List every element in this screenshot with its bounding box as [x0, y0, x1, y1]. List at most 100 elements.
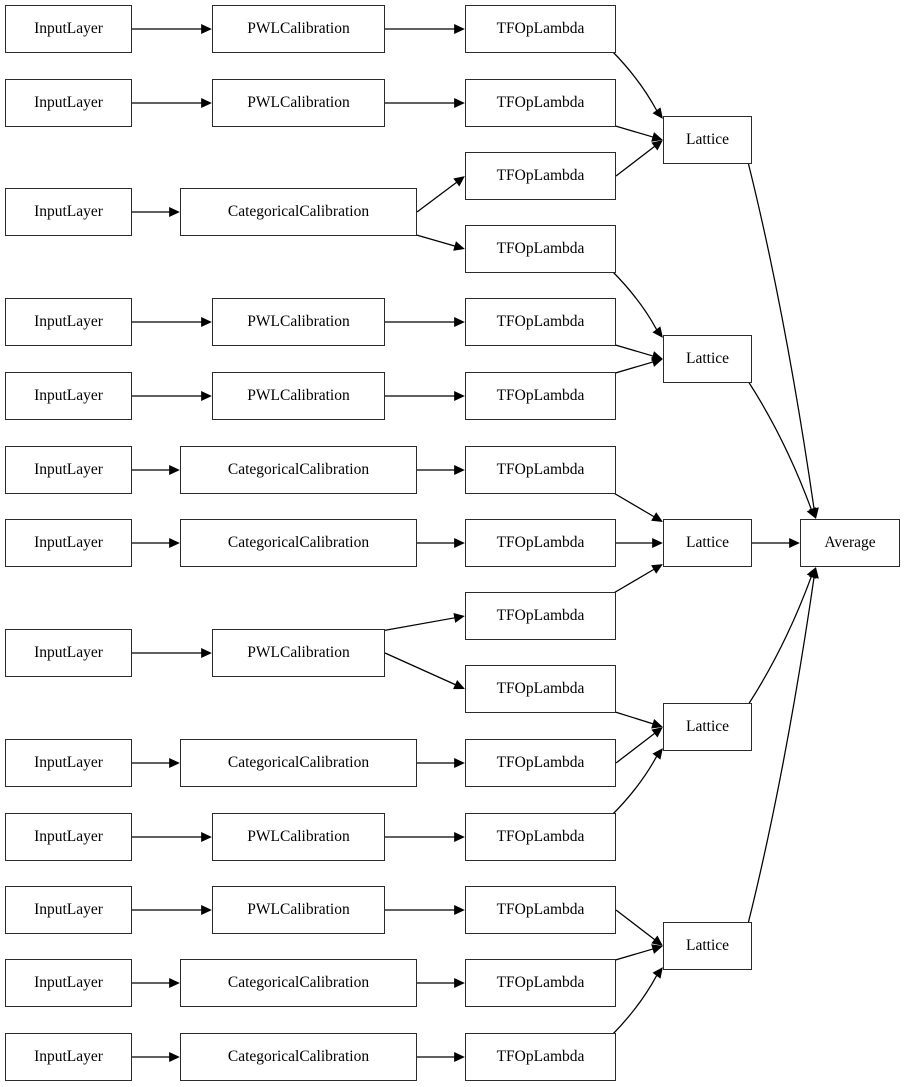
- node-input-in10[interactable]: InputLayer: [5, 813, 132, 861]
- node-average-avg[interactable]: Average: [800, 519, 900, 567]
- node-label: Average: [824, 534, 876, 552]
- edge-op5-to-lat2: [611, 343, 654, 357]
- edge-op11-to-lat4: [615, 732, 656, 764]
- arrowhead-op2-to-lat1: [651, 132, 663, 142]
- node-label: TFOpLambda: [496, 461, 585, 479]
- arrowhead-op15-to-lat5: [652, 967, 663, 979]
- node-pwl-cal8[interactable]: PWLCalibration: [212, 629, 385, 677]
- arrowhead-cal3-to-op4: [453, 241, 465, 251]
- node-tfop-op6[interactable]: TFOpLambda: [465, 372, 616, 420]
- node-tfop-op5[interactable]: TFOpLambda: [465, 298, 616, 346]
- node-input-in3[interactable]: InputLayer: [5, 188, 132, 236]
- node-label: TFOpLambda: [496, 167, 585, 185]
- arrowhead-op3-to-lat1: [651, 140, 663, 151]
- node-input-in12[interactable]: InputLayer: [5, 959, 132, 1007]
- edge-op10-to-lat4: [611, 710, 654, 725]
- arrowhead-cal2-to-op2: [454, 98, 465, 108]
- node-pwl-cal4[interactable]: PWLCalibration: [212, 298, 385, 346]
- node-input-in7[interactable]: InputLayer: [5, 519, 132, 567]
- arrowhead-in9-to-cal9: [169, 758, 180, 768]
- node-tfop-op4[interactable]: TFOpLambda: [465, 225, 616, 273]
- arrowhead-lat1-to-avg: [809, 507, 819, 519]
- arrowhead-lat5-to-avg: [809, 567, 819, 579]
- edge-cal8-to-op10: [384, 652, 456, 686]
- arrowhead-op12-to-lat4: [652, 748, 663, 760]
- node-tfop-op2[interactable]: TFOpLambda: [465, 79, 616, 127]
- node-label: TFOpLambda: [496, 94, 585, 112]
- node-label: CategoricalCalibration: [227, 754, 370, 772]
- node-pwl-cal1[interactable]: PWLCalibration: [212, 5, 385, 53]
- arrowhead-op14-to-lat5: [651, 944, 663, 954]
- node-label: InputLayer: [34, 94, 103, 112]
- node-label: InputLayer: [34, 387, 103, 405]
- node-tfop-op14[interactable]: TFOpLambda: [465, 959, 616, 1007]
- node-categorical-cal9[interactable]: CategoricalCalibration: [180, 739, 417, 787]
- node-tfop-op15[interactable]: TFOpLambda: [465, 1033, 616, 1081]
- node-label: PWLCalibration: [247, 901, 350, 919]
- edge-op4-to-lat2: [611, 270, 658, 331]
- edge-lat2-to-avg: [747, 380, 813, 510]
- node-input-in8[interactable]: InputLayer: [5, 629, 132, 677]
- node-tfop-op13[interactable]: TFOpLambda: [465, 886, 616, 934]
- node-tfop-op1[interactable]: TFOpLambda: [465, 5, 616, 53]
- arrowhead-lat2-to-avg: [806, 507, 816, 519]
- arrowhead-lat4-to-avg: [806, 567, 816, 579]
- arrowhead-cal7-to-op8: [454, 538, 465, 548]
- node-categorical-cal3[interactable]: CategoricalCalibration: [180, 188, 417, 236]
- arrowhead-op4-to-lat2: [652, 326, 663, 338]
- arrowhead-op10-to-lat4: [651, 718, 663, 729]
- node-lattice-lat3[interactable]: Lattice: [663, 519, 752, 567]
- node-label: Lattice: [685, 350, 730, 368]
- node-categorical-cal12[interactable]: CategoricalCalibration: [180, 959, 417, 1007]
- node-input-in5[interactable]: InputLayer: [5, 372, 132, 420]
- edge-lat4-to-avg: [747, 576, 813, 706]
- node-label: InputLayer: [34, 20, 103, 38]
- node-lattice-lat2[interactable]: Lattice: [663, 335, 752, 383]
- node-pwl-cal11[interactable]: PWLCalibration: [212, 886, 385, 934]
- node-input-in4[interactable]: InputLayer: [5, 298, 132, 346]
- node-label: InputLayer: [34, 974, 103, 992]
- arrowhead-cal13-to-op15: [454, 1052, 465, 1062]
- node-pwl-cal10[interactable]: PWLCalibration: [212, 813, 385, 861]
- node-input-in1[interactable]: InputLayer: [5, 5, 132, 53]
- node-input-in2[interactable]: InputLayer: [5, 79, 132, 127]
- node-tfop-op3[interactable]: TFOpLambda: [465, 152, 616, 200]
- node-lattice-lat1[interactable]: Lattice: [663, 116, 752, 164]
- arrowhead-cal12-to-op14: [454, 978, 465, 988]
- node-label: TFOpLambda: [496, 828, 585, 846]
- node-categorical-cal7[interactable]: CategoricalCalibration: [180, 519, 417, 567]
- node-lattice-lat5[interactable]: Lattice: [663, 922, 752, 970]
- node-label: InputLayer: [34, 828, 103, 846]
- node-input-in13[interactable]: InputLayer: [5, 1033, 132, 1081]
- node-label: PWLCalibration: [247, 313, 350, 331]
- node-tfop-op10[interactable]: TFOpLambda: [465, 665, 616, 713]
- arrowhead-op13-to-lat5: [651, 935, 663, 946]
- node-label: TFOpLambda: [496, 240, 585, 258]
- edge-op15-to-lat5: [611, 974, 658, 1036]
- arrowhead-cal3-to-op3: [453, 176, 465, 187]
- node-label: CategoricalCalibration: [227, 461, 370, 479]
- node-label: TFOpLambda: [496, 313, 585, 331]
- node-pwl-cal2[interactable]: PWLCalibration: [212, 79, 385, 127]
- edge-op3-to-lat1: [615, 145, 656, 177]
- node-tfop-op9[interactable]: TFOpLambda: [465, 592, 616, 640]
- edge-cal3-to-op3: [416, 181, 458, 213]
- node-tfop-op12[interactable]: TFOpLambda: [465, 813, 616, 861]
- node-tfop-op7[interactable]: TFOpLambda: [465, 446, 616, 494]
- node-tfop-op8[interactable]: TFOpLambda: [465, 519, 616, 567]
- arrowhead-cal9-to-op11: [454, 758, 465, 768]
- node-categorical-cal6[interactable]: CategoricalCalibration: [180, 446, 417, 494]
- arrowhead-in12-to-cal12: [169, 978, 180, 988]
- node-label: TFOpLambda: [496, 387, 585, 405]
- node-input-in9[interactable]: InputLayer: [5, 739, 132, 787]
- edge-cal8-to-op9: [380, 617, 455, 632]
- arrowhead-in5-to-cal5: [201, 391, 212, 401]
- node-input-in11[interactable]: InputLayer: [5, 886, 132, 934]
- arrowhead-op6-to-lat2: [651, 357, 663, 367]
- node-tfop-op11[interactable]: TFOpLambda: [465, 739, 616, 787]
- node-lattice-lat4[interactable]: Lattice: [663, 703, 752, 751]
- node-input-in6[interactable]: InputLayer: [5, 446, 132, 494]
- node-categorical-cal13[interactable]: CategoricalCalibration: [180, 1033, 417, 1081]
- node-pwl-cal5[interactable]: PWLCalibration: [212, 372, 385, 420]
- node-label: InputLayer: [34, 203, 103, 221]
